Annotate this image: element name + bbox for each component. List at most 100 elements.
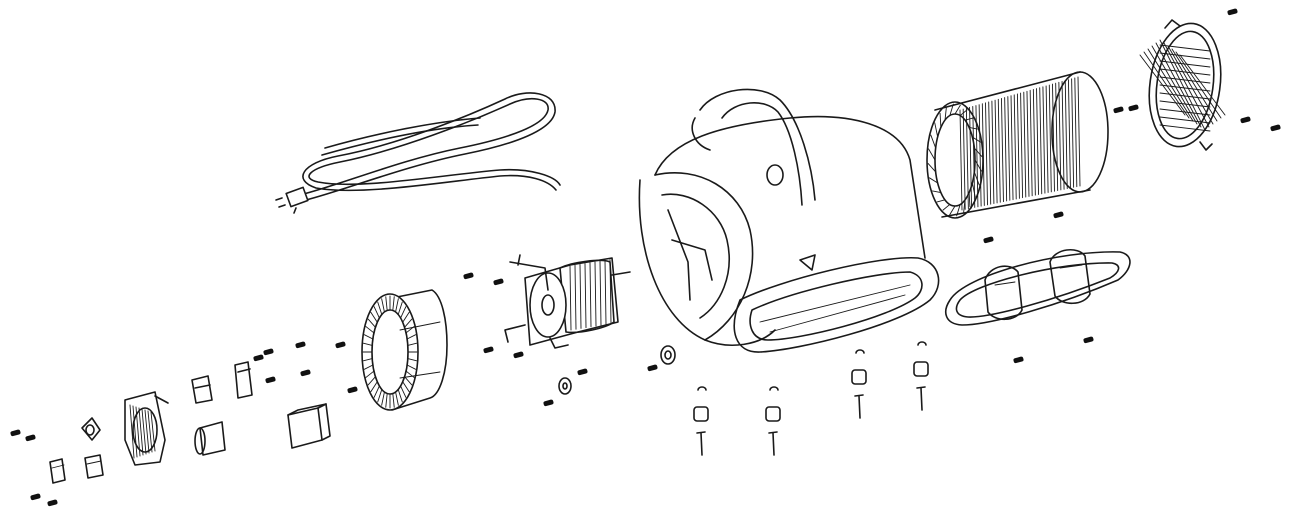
foot-pad xyxy=(913,361,929,377)
screw xyxy=(347,386,358,394)
knob xyxy=(81,417,101,441)
fan-blade xyxy=(1010,95,1014,201)
foot-pads xyxy=(693,341,929,456)
fan-blade xyxy=(1013,94,1017,200)
ring-vent xyxy=(406,364,417,370)
foot-cap xyxy=(855,349,865,354)
fan-blade xyxy=(1001,97,1004,203)
motor-rib xyxy=(584,263,587,329)
switch xyxy=(191,361,253,404)
ring-vent xyxy=(377,301,383,316)
fan-blade xyxy=(997,98,1001,203)
fan-blade xyxy=(1048,84,1052,193)
ring-vent xyxy=(365,370,375,378)
foot-bolt-head xyxy=(768,431,778,434)
fan-inner-blade xyxy=(971,182,976,198)
fan-blade xyxy=(965,107,969,210)
grille-wire xyxy=(1171,48,1218,122)
grille-wire xyxy=(1159,100,1211,108)
motor xyxy=(504,254,631,349)
screw xyxy=(1227,8,1238,16)
motor-rib xyxy=(579,263,582,329)
fan-inner-blade xyxy=(932,190,942,193)
power-cord xyxy=(275,92,561,214)
ring-vent xyxy=(392,296,395,311)
grille-wire xyxy=(1179,54,1226,116)
fan-blade xyxy=(1036,88,1039,195)
cover-vent xyxy=(135,406,141,457)
ring-vent xyxy=(367,376,376,386)
foot-bolt xyxy=(772,432,775,456)
ring-vent xyxy=(407,342,418,346)
ring-vent xyxy=(395,298,399,313)
motor-rib xyxy=(569,265,572,331)
fan-inner-blade xyxy=(949,103,954,117)
fan-inner-blade xyxy=(968,192,971,208)
ring-vent xyxy=(362,342,373,346)
fan-inner-blade xyxy=(928,177,939,184)
screw xyxy=(295,341,306,349)
fan-inner-blade xyxy=(954,104,961,115)
fan-blade xyxy=(1039,87,1043,195)
screw xyxy=(1113,106,1124,114)
grille-wire xyxy=(1159,116,1211,124)
fan-blade xyxy=(1058,81,1062,191)
grille-wire xyxy=(1159,108,1211,116)
fan-blade xyxy=(1052,83,1055,192)
screw xyxy=(1053,211,1064,219)
ring-vent xyxy=(362,358,373,362)
fan-blade xyxy=(1067,79,1071,189)
hub-washer xyxy=(558,345,676,395)
fan-blade xyxy=(959,109,963,211)
foot-bolt xyxy=(920,387,923,411)
ring-vent xyxy=(367,318,376,328)
fan-blade xyxy=(1064,80,1068,190)
fan-inner-blade xyxy=(939,112,942,128)
cover-vent xyxy=(138,407,144,456)
fan-inner-blade xyxy=(934,122,939,138)
fan-blade xyxy=(962,108,966,210)
ring-vent xyxy=(385,393,388,408)
screw xyxy=(647,364,658,372)
fan-blade xyxy=(988,101,992,205)
screw xyxy=(253,354,264,362)
fan-blade xyxy=(1007,96,1011,201)
fan-blade xyxy=(1071,78,1075,188)
ring-vent xyxy=(381,391,385,406)
screw xyxy=(265,376,276,384)
fan-blade xyxy=(1023,91,1027,198)
motor-rib xyxy=(604,259,607,325)
fan-inner-blade xyxy=(963,199,966,214)
inlet-housing xyxy=(361,289,448,411)
cover-vent xyxy=(132,405,138,458)
fan-blade xyxy=(985,102,988,206)
fan-inner-blade xyxy=(973,171,980,186)
screw xyxy=(263,348,274,356)
ring-vent xyxy=(402,381,410,393)
foot-bolt-head xyxy=(854,394,864,397)
cover-vent xyxy=(129,404,135,459)
screw xyxy=(47,499,58,507)
foot-cap xyxy=(697,386,707,391)
fan-blade xyxy=(1061,81,1065,190)
connectors xyxy=(49,454,104,484)
screw xyxy=(1083,336,1094,344)
screw xyxy=(463,272,474,280)
ring-vent xyxy=(392,393,395,408)
screw xyxy=(1013,356,1024,364)
ring-vent xyxy=(370,311,378,323)
base-feet xyxy=(945,249,1131,326)
motor-rib xyxy=(574,264,577,330)
grille-wire xyxy=(1147,48,1194,122)
motor-rib xyxy=(594,261,597,327)
fan-inner-blade xyxy=(927,163,937,173)
cover-vent xyxy=(150,411,156,452)
fan-inner-blade xyxy=(964,117,974,121)
fan-blade xyxy=(1004,97,1008,202)
screw xyxy=(335,341,346,349)
foot-pad xyxy=(693,406,709,422)
fan-inner-blade xyxy=(936,199,946,203)
screw xyxy=(577,368,588,376)
grille-wire xyxy=(1175,51,1222,119)
